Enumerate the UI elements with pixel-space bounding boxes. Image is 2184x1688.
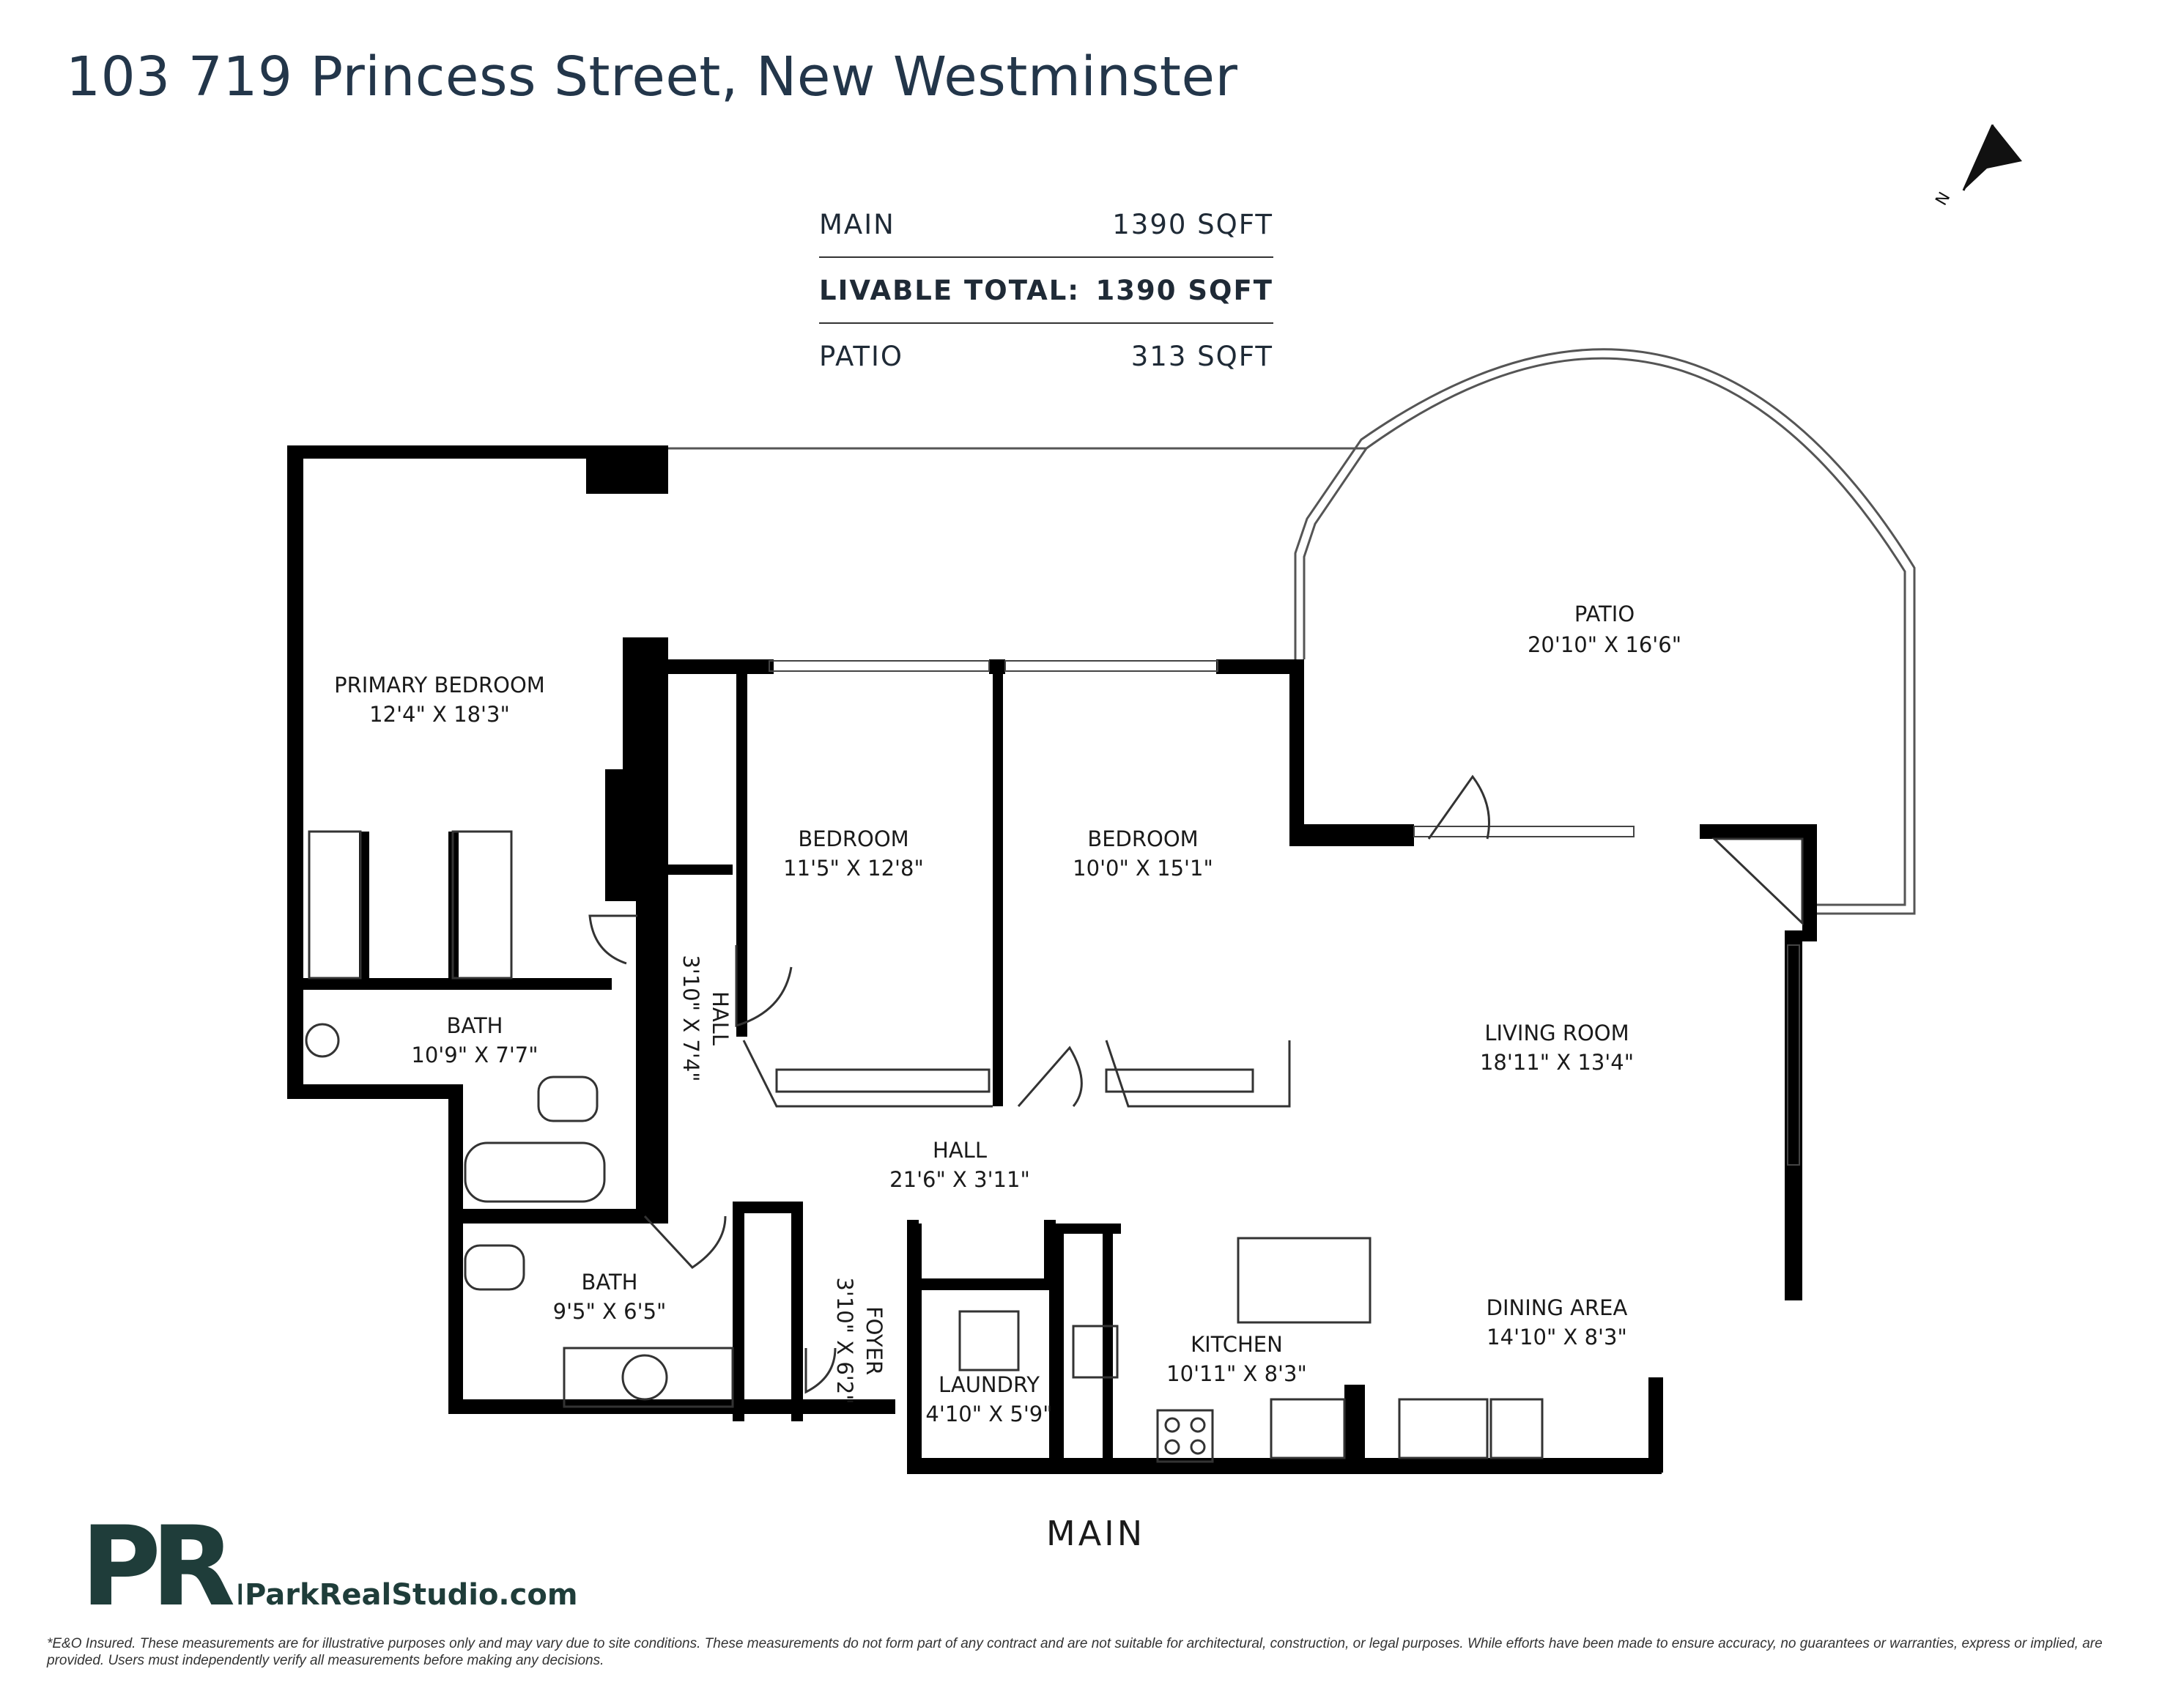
doors <box>588 774 1490 1394</box>
sink-icon <box>305 1023 340 1058</box>
room-name: HALL <box>708 991 733 1045</box>
page-title: 103 719 Princess Street, New Westminster <box>66 45 1238 108</box>
room-name: BEDROOM <box>1087 826 1198 851</box>
area-row-main: MAIN 1390 SQFT <box>819 192 1273 258</box>
disclaimer: *E&O Insured. These measurements are for… <box>47 1636 2103 1668</box>
fireplace-icon <box>1711 837 1804 926</box>
area-label: MAIN <box>819 208 895 240</box>
site-link[interactable]: ParkRealStudio.com <box>245 1578 578 1612</box>
fixtures <box>305 837 1804 1463</box>
sink-icon <box>621 1354 668 1401</box>
room-name: DINING AREA <box>1487 1295 1628 1320</box>
floor-label: MAIN <box>1046 1514 1146 1553</box>
room-name: BATH <box>581 1270 637 1295</box>
kitchen-island <box>1237 1237 1372 1324</box>
area-row-livable-total: LIVABLE TOTAL: 1390 SQFT <box>819 258 1273 324</box>
area-value: 313 SQFT <box>1130 340 1273 372</box>
closets <box>308 830 1291 1108</box>
room-name: KITCHEN <box>1191 1332 1283 1357</box>
toilet-icon <box>537 1076 599 1122</box>
room-name: PATIO <box>1574 601 1635 626</box>
room-dims: 14'10" X 8'3" <box>1487 1325 1627 1350</box>
area-value: 1390 SQFT <box>1112 208 1273 240</box>
room-labels: PRIMARY BEDROOM 12'4" X 18'3" BEDROOM 11… <box>334 601 1681 1426</box>
room-dims: 11'5" X 12'8" <box>783 856 924 881</box>
area-summary-table: MAIN 1390 SQFT LIVABLE TOTAL: 1390 SQFT … <box>819 192 1273 388</box>
room-dims: 10'11" X 8'3" <box>1166 1361 1307 1386</box>
room-name: BEDROOM <box>798 826 908 851</box>
bathtub-icon <box>464 1141 606 1203</box>
patio-outline <box>663 348 1916 915</box>
room-dims: 3'10" X 7'4" <box>678 955 703 1081</box>
room-name: LAUNDRY <box>939 1372 1040 1397</box>
room-dims: 12'4" X 18'3" <box>369 702 510 727</box>
room-dims: 4'10" X 5'9" <box>925 1402 1052 1426</box>
room-dims: 10'0" X 15'1" <box>1073 856 1213 881</box>
park-real-logo-icon: PR. <box>81 1518 242 1613</box>
room-dims: 21'6" X 3'11" <box>889 1167 1030 1192</box>
room-dims: 18'11" X 13'4" <box>1480 1050 1634 1075</box>
kitchen-sink-icon <box>1072 1325 1119 1379</box>
room-dims: 10'9" X 7'7" <box>411 1043 538 1067</box>
room-name: LIVING ROOM <box>1484 1021 1629 1045</box>
room-name: PRIMARY BEDROOM <box>334 673 545 697</box>
area-value: 1390 SQFT <box>1095 274 1273 306</box>
walls <box>287 445 1817 1474</box>
logo-letters: PR. <box>81 1518 242 1613</box>
area-label: LIVABLE TOTAL: <box>819 274 1081 306</box>
area-label: PATIO <box>819 340 904 372</box>
washer-icon <box>958 1310 1020 1372</box>
stove-icon <box>1156 1409 1214 1463</box>
room-dims: 3'10" X 6'2" <box>832 1277 857 1404</box>
north-arrow-icon: N <box>1934 125 2022 209</box>
room-name: FOYER <box>862 1306 886 1375</box>
room-name: BATH <box>446 1013 503 1038</box>
room-dims: 20'10" X 16'6" <box>1528 632 1681 657</box>
room-name: HALL <box>933 1138 987 1163</box>
room-dims: 9'5" X 6'5" <box>553 1299 667 1324</box>
toilet-icon <box>464 1244 525 1291</box>
windows <box>769 660 1800 1166</box>
area-row-patio: PATIO 313 SQFT <box>819 324 1273 388</box>
